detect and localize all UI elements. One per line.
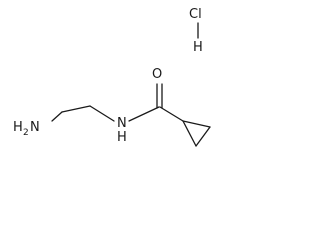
amine-h: H xyxy=(13,120,23,135)
structure-diagram: H 2 N N H O Cl H xyxy=(13,7,211,147)
ring-bond-bottom xyxy=(195,126,211,147)
chlorine-label: Cl xyxy=(189,7,202,22)
ring-bond-top-right xyxy=(182,120,211,128)
amide-n: N xyxy=(117,116,127,131)
amine-label: H 2 N xyxy=(13,120,40,138)
ring-bond-top-left xyxy=(182,120,197,147)
amide-nh-label: N H xyxy=(117,116,127,145)
bond-carbonyl-ring xyxy=(159,106,184,122)
hydrogen-label: H xyxy=(193,40,203,55)
bond-ch2-ch2 xyxy=(61,105,91,113)
hcl-label: Cl H xyxy=(189,7,203,55)
bond-ch2-nh xyxy=(89,105,115,122)
carbonyl-o: O xyxy=(152,67,162,82)
amine-n: N xyxy=(30,120,40,135)
bond-nh-carbonyl xyxy=(128,106,160,122)
amine-subscript: 2 xyxy=(23,128,29,138)
bond-nh2-ch2 xyxy=(51,111,63,122)
amide-h: H xyxy=(117,130,127,145)
molecule-svg: H 2 N N H O Cl H xyxy=(13,7,211,147)
